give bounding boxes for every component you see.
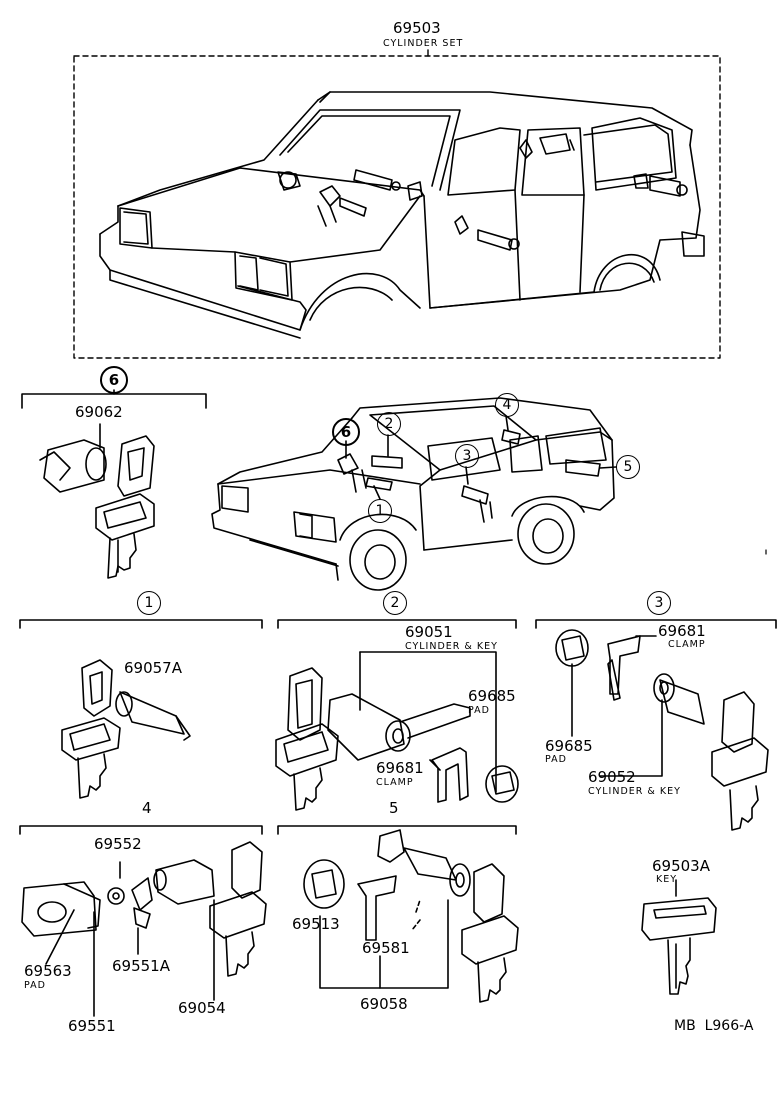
- vehicle-top-illustration: [99, 91, 705, 339]
- locator-callout-3: 3: [455, 444, 479, 468]
- part-69057A-label: 69057A: [124, 659, 182, 677]
- section-5-bracket: [277, 825, 517, 989]
- section-2-badge: 2: [383, 591, 407, 615]
- part-69062-label: 69062: [75, 403, 123, 421]
- section-4-bracket: [19, 825, 263, 1017]
- part-69052-illustration: [555, 629, 769, 831]
- part-69685-label-s3: 69685: [545, 737, 593, 755]
- part-69051-name: CYLINDER & KEY: [405, 641, 498, 652]
- cylinder-set-part-number: 69503: [393, 19, 441, 37]
- part-69563-name: PAD: [24, 980, 46, 991]
- locator-callout-4: 4: [495, 393, 519, 417]
- part-69551A-label: 69551A: [112, 957, 170, 975]
- part-69052-label: 69052: [588, 768, 636, 786]
- cylinder-set-frame: [73, 49, 721, 359]
- section-1-bracket: [19, 619, 263, 629]
- section-2-bracket: [277, 619, 517, 793]
- part-69681-label-s2: 69681: [376, 759, 424, 777]
- part-69057A-illustration: [61, 659, 191, 799]
- part-69052-name: CYLINDER & KEY: [588, 786, 681, 797]
- part-69051-illustration: [275, 667, 519, 811]
- vehicle-locator-illustration: [211, 397, 617, 591]
- section-5-number: 5: [389, 799, 399, 817]
- key-part-name: KEY: [656, 874, 678, 885]
- part-69552-label: 69552: [94, 835, 142, 853]
- cylinder-set-part-name: CYLINDER SET: [383, 38, 464, 49]
- section-4-number: 4: [142, 799, 152, 817]
- key-part-number: 69503A: [652, 857, 710, 875]
- part-69685-label-s2: 69685: [468, 687, 516, 705]
- part-69054-illustration: [21, 841, 267, 977]
- part-69681-name-s3: CLAMP: [668, 639, 706, 650]
- section-3-bracket: [535, 619, 777, 777]
- part-69563-label: 69563: [24, 962, 72, 980]
- key-69503A-illustration: [641, 879, 717, 995]
- locator-callout-6: 6: [332, 418, 360, 446]
- locator-callout-2: 2: [377, 412, 401, 436]
- part-69551-label: 69551: [68, 1017, 116, 1035]
- part-69058-label: 69058: [360, 995, 408, 1013]
- part-69681-name-s2: CLAMP: [376, 777, 414, 788]
- part-69051-label: 69051: [405, 623, 453, 641]
- part-69513-label: 69513: [292, 915, 340, 933]
- section-6-badge: 6: [100, 366, 128, 394]
- part-69054-label: 69054: [178, 999, 226, 1017]
- locator-callout-1: 1: [368, 499, 392, 523]
- section-3-badge: 3: [647, 591, 671, 615]
- part-69581-label: 69581: [362, 939, 410, 957]
- part-69685-name-s2: PAD: [468, 705, 490, 716]
- section-1-badge: 1: [137, 591, 161, 615]
- part-69058-illustration: [303, 829, 519, 1003]
- part-69062-illustration: [39, 423, 155, 579]
- part-69681-label-s3: 69681: [658, 622, 706, 640]
- part-69685-name-s3: PAD: [545, 754, 567, 765]
- locator-callout-5: 5: [616, 455, 640, 479]
- diagram-code: MB L966-A: [674, 1018, 754, 1034]
